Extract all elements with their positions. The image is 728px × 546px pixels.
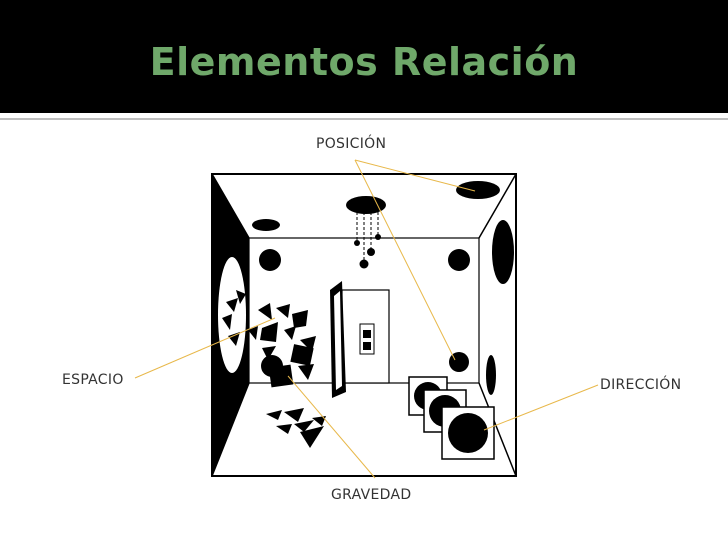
slide-title: Elementos Relación — [149, 40, 579, 84]
label-espacio: ESPACIO — [62, 372, 124, 388]
label-posicion: POSICIÓN — [316, 136, 387, 152]
label-direccion: DIRECCIÓN — [600, 377, 682, 393]
label-gravedad: GRAVEDAD — [331, 487, 412, 503]
title-divider — [0, 118, 728, 120]
title-bar — [0, 0, 728, 113]
